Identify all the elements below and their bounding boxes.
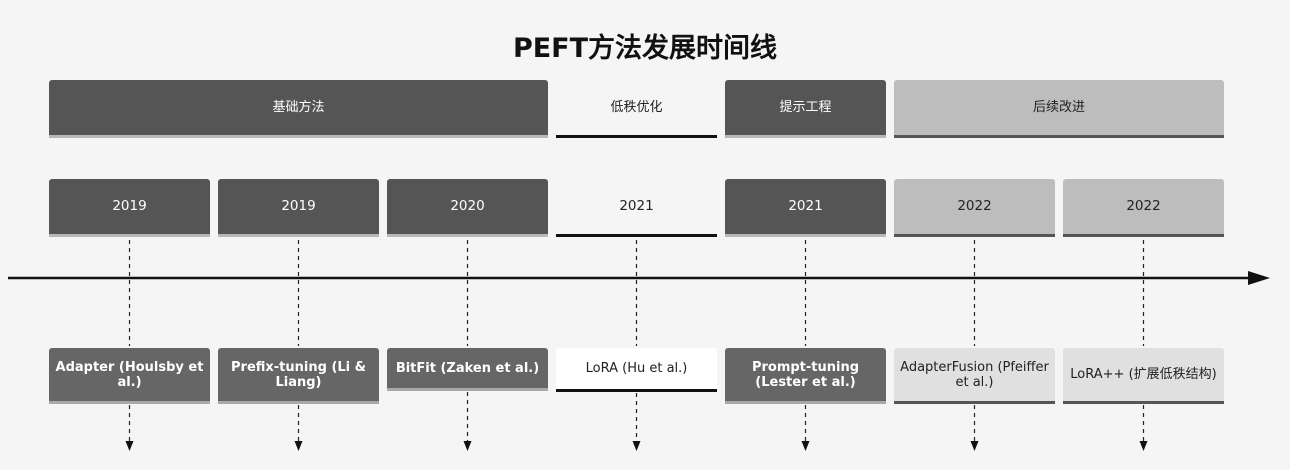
year-box: 2022 [1063, 179, 1224, 237]
year-box: 2019 [49, 179, 210, 237]
year-box: 2021 [556, 179, 717, 237]
diagram-title: PEFT方法发展时间线 [512, 33, 778, 64]
method-box-prompt-tuning: Prompt-tuning (Lester et al.) [725, 348, 886, 404]
phase-basic-methods: 基础方法 [49, 80, 548, 138]
down-arrow-icon [632, 441, 641, 451]
down-arrow-icon [463, 441, 472, 451]
year-box: 2021 [725, 179, 886, 237]
method-box-adapterfusion: AdapterFusion (Pfeiffer et al.) [894, 348, 1055, 404]
year-box: 2022 [894, 179, 1055, 237]
phase-prompt-engineering: 提示工程 [725, 80, 886, 138]
year-box: 2020 [387, 179, 548, 237]
down-arrow-icon [1139, 441, 1148, 451]
timeline-axis-arrowhead [1248, 271, 1270, 285]
down-arrow-icon [801, 441, 810, 451]
method-box-bitfit: BitFit (Zaken et al.) [387, 348, 548, 391]
phase-low-rank-optimization: 低秩优化 [556, 80, 717, 138]
method-box-lora-plus-plus: LoRA++ (扩展低秩结构) [1063, 348, 1224, 404]
method-box-prefix-tuning: Prefix-tuning (Li & Liang) [218, 348, 379, 404]
phase-later-improvements: 后续改进 [894, 80, 1224, 138]
down-arrow-icon [125, 441, 134, 451]
down-arrow-icon [970, 441, 979, 451]
down-arrow-icon [294, 441, 303, 451]
year-box: 2019 [218, 179, 379, 237]
method-box-adapter: Adapter (Houlsby et al.) [49, 348, 210, 404]
method-box-lora: LoRA (Hu et al.) [556, 348, 717, 392]
